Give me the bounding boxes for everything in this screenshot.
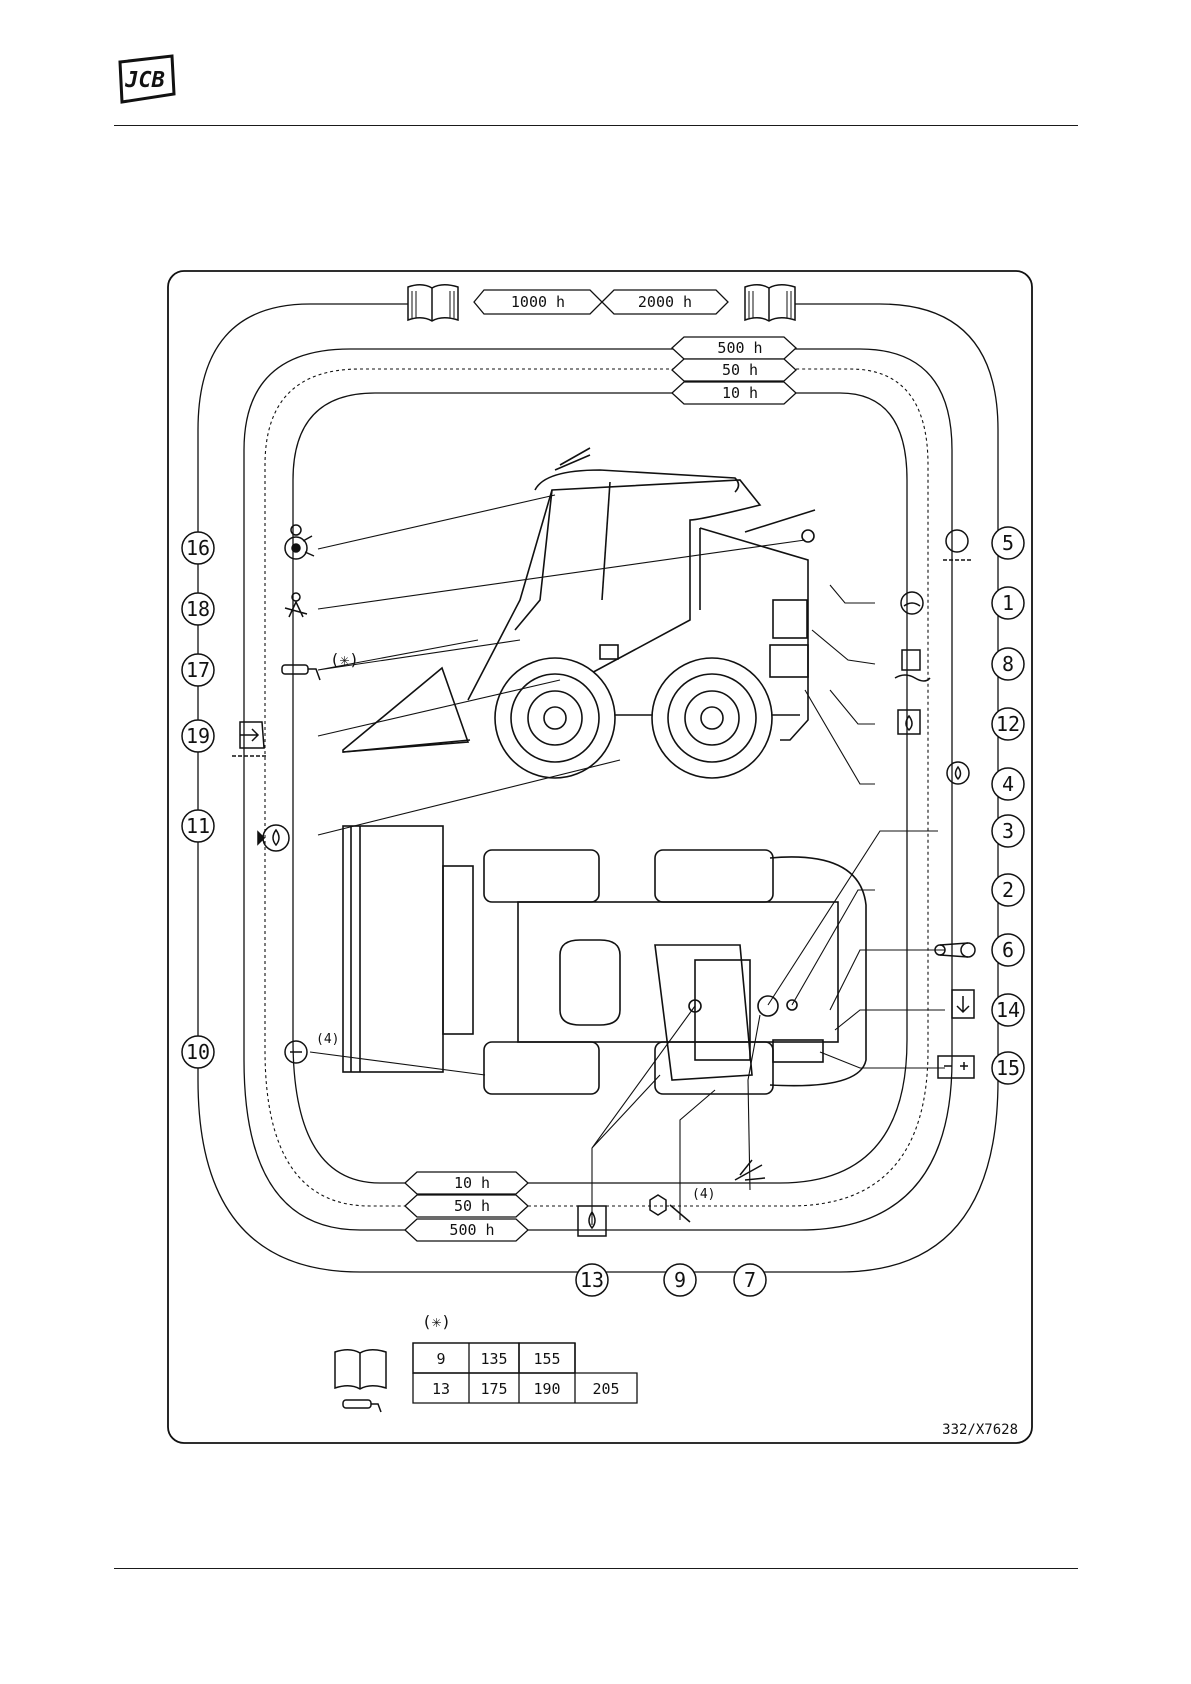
interval-1000h-label: 1000 h bbox=[511, 293, 565, 311]
hydraulic-filter-icon bbox=[232, 722, 268, 756]
callout-12: 12 bbox=[996, 712, 1020, 736]
table-cell: 135 bbox=[480, 1350, 507, 1368]
book-icon bbox=[408, 285, 458, 321]
callout-4: 4 bbox=[1002, 772, 1014, 796]
callout-9: 9 bbox=[674, 1268, 686, 1292]
bottom-interval-50h: 50 h bbox=[454, 1197, 490, 1215]
coolant-level-icon bbox=[901, 592, 923, 614]
air-filter-icon bbox=[943, 530, 973, 560]
bottom-interval-10h: 10 h bbox=[454, 1174, 490, 1192]
callout-15: 15 bbox=[996, 1056, 1020, 1080]
callout-11: 11 bbox=[186, 814, 210, 838]
callout-8: 8 bbox=[1002, 652, 1014, 676]
book-icon bbox=[745, 285, 795, 321]
fuel-filter-icon bbox=[952, 990, 974, 1018]
ring-1000-2000h bbox=[198, 304, 998, 1272]
table-cell: 205 bbox=[592, 1380, 619, 1398]
top-interval-10h: 10 h bbox=[722, 384, 758, 402]
seat-belt-icon bbox=[285, 593, 307, 617]
ring-500h bbox=[244, 349, 952, 1230]
top-interval-500h: 500 h bbox=[717, 339, 762, 357]
callout-19: 19 bbox=[186, 724, 210, 748]
grease-gun-icon bbox=[282, 665, 320, 680]
bottom-callouts bbox=[576, 1264, 766, 1296]
skid-steer-side-view bbox=[343, 448, 815, 778]
hydraulic-oil-level-icon bbox=[898, 710, 920, 734]
table-header-note: (✳) bbox=[422, 1312, 451, 1331]
callout-2: 2 bbox=[1002, 878, 1014, 902]
table-cell: 190 bbox=[533, 1380, 560, 1398]
bottom-interval-500h: 500 h bbox=[449, 1221, 494, 1239]
transmission-oil-icon bbox=[258, 825, 289, 851]
book-icon bbox=[335, 1350, 386, 1389]
callout-14: 14 bbox=[996, 998, 1020, 1022]
callout-10: 10 bbox=[186, 1040, 210, 1064]
lubrication-schedule-icon bbox=[285, 525, 314, 559]
four-note-wrench: (4) bbox=[692, 1187, 715, 1202]
table-cell: 155 bbox=[533, 1350, 560, 1368]
drawing-reference: 332/X7628 bbox=[942, 1422, 1018, 1438]
callout-5: 5 bbox=[1002, 531, 1014, 555]
skid-steer-top-view bbox=[343, 826, 866, 1094]
table-cell: 9 bbox=[436, 1350, 445, 1368]
battery-icon bbox=[938, 1056, 974, 1078]
callout-7: 7 bbox=[744, 1268, 756, 1292]
engine-oil-icon bbox=[947, 762, 969, 784]
ring-50h bbox=[265, 369, 928, 1206]
brake-icon bbox=[285, 1041, 307, 1063]
callout-18: 18 bbox=[186, 597, 210, 621]
callout-16: 16 bbox=[186, 536, 210, 560]
callout-3: 3 bbox=[1002, 819, 1014, 843]
callout-1: 1 bbox=[1002, 591, 1014, 615]
asterisk-note: (✳) bbox=[330, 650, 359, 669]
table-cell: 175 bbox=[480, 1380, 507, 1398]
top-interval-50h: 50 h bbox=[722, 361, 758, 379]
interval-2000h-label: 2000 h bbox=[638, 293, 692, 311]
table-cell: 13 bbox=[432, 1380, 450, 1398]
grease-gun-icon bbox=[343, 1400, 381, 1412]
four-note-brake: (4) bbox=[316, 1032, 339, 1047]
callout-17: 17 bbox=[186, 658, 210, 682]
fuel-icon bbox=[895, 650, 930, 681]
wrench-nut-icon bbox=[650, 1195, 690, 1222]
callout-6: 6 bbox=[1002, 938, 1014, 962]
callout-13: 13 bbox=[580, 1268, 604, 1292]
